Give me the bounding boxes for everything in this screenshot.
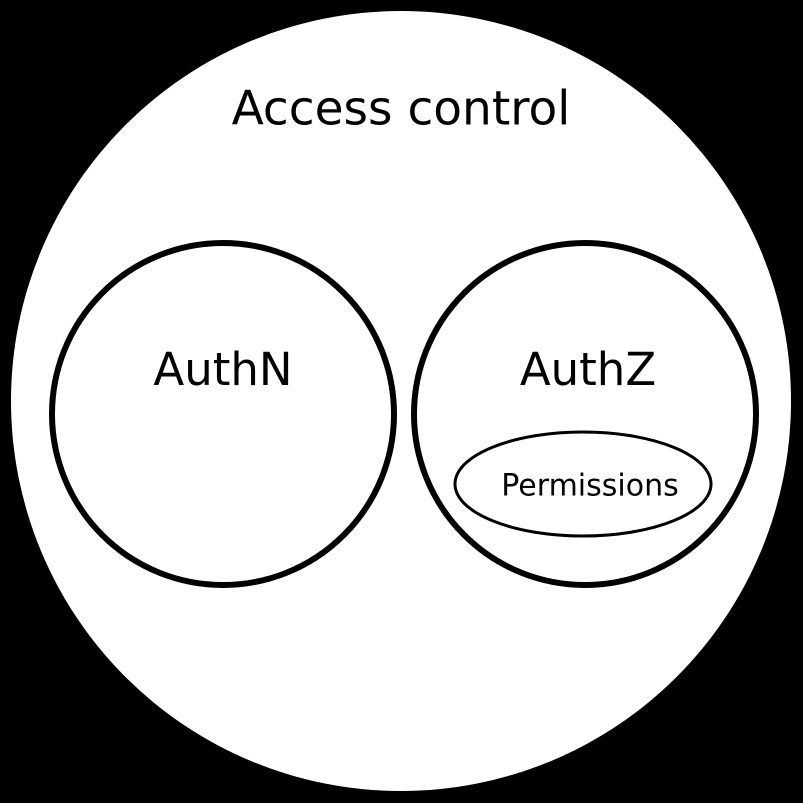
authz-label: AuthZ xyxy=(520,343,656,396)
access-control-label: Access control xyxy=(232,82,571,137)
set-permissions[interactable]: Permissions xyxy=(453,430,713,538)
authn-circle[interactable] xyxy=(49,240,397,588)
permissions-ellipse[interactable] xyxy=(453,430,713,538)
set-access-control[interactable]: Access control xyxy=(11,11,791,791)
set-authn[interactable]: AuthN xyxy=(49,240,397,588)
access-control-circle[interactable] xyxy=(11,11,791,791)
authn-label: AuthN xyxy=(153,343,292,396)
permissions-label: Permissions xyxy=(501,469,678,504)
